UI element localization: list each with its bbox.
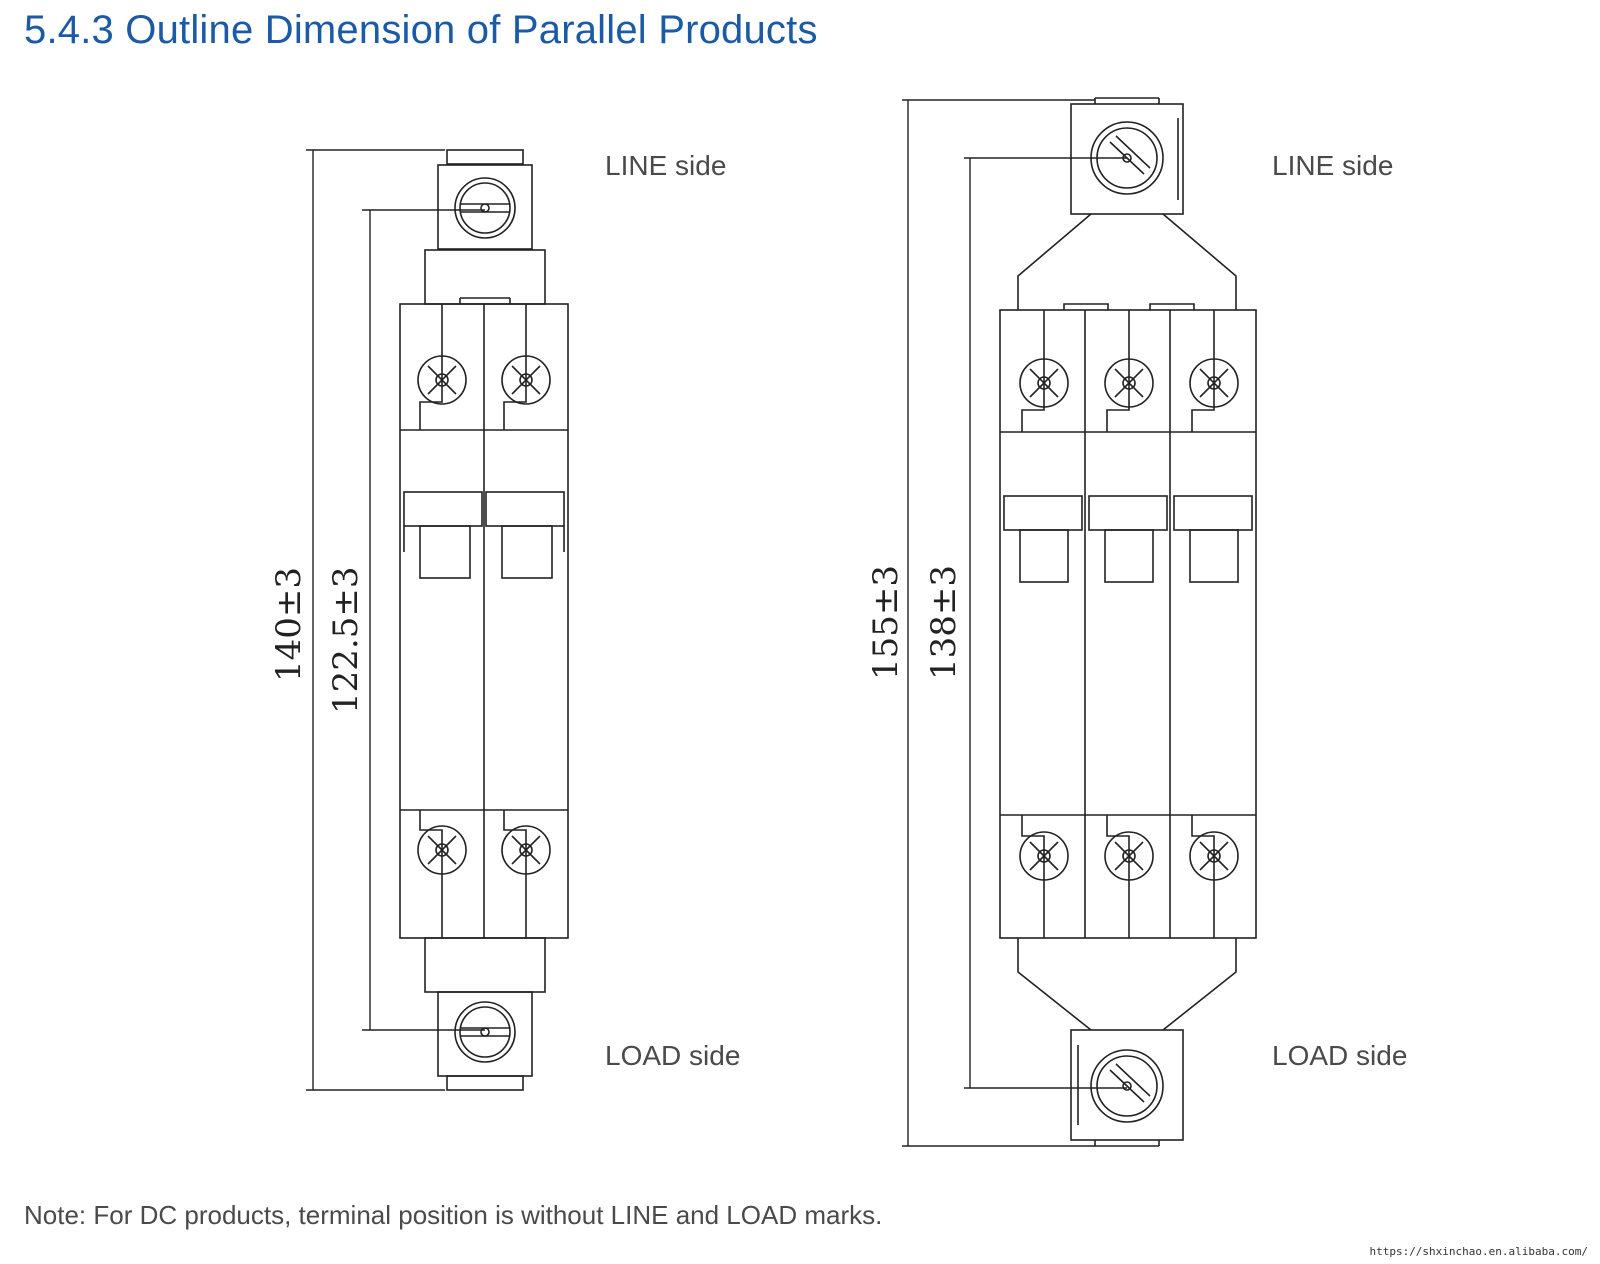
left-overall-dimension: 140±3 — [269, 567, 309, 682]
top-terminal-block — [1070, 103, 1184, 215]
phillips-screw-icon — [1104, 831, 1154, 881]
phillips-screw-icon — [417, 355, 467, 405]
watermark-url: https://shxinchao.en.alibaba.com/ — [1369, 1245, 1588, 1258]
dimension-terminal — [362, 209, 485, 1031]
right-product — [902, 97, 1257, 1147]
footnote: Note: For DC products, terminal position… — [24, 1200, 883, 1230]
terminal-screw-icon — [454, 177, 516, 239]
top-terminal-cap — [446, 149, 524, 165]
dimension-terminal — [964, 157, 1127, 1089]
phillips-screw-icon — [501, 825, 551, 875]
left-product — [306, 149, 569, 1091]
terminal-screw-icon — [454, 1001, 516, 1063]
phillips-screw-icon — [1189, 831, 1239, 881]
dimension-overall — [306, 149, 445, 1091]
right-terminal-dimension: 138±3 — [924, 565, 964, 680]
dimension-overall — [902, 99, 1095, 1147]
phillips-screw-icon — [1019, 358, 1069, 408]
left-terminal-dimension: 122.5±3 — [326, 567, 366, 714]
terminal-screw-icon — [1090, 1049, 1164, 1123]
left-load-side-label: LOAD side — [605, 1040, 740, 1071]
right-line-side-label: LINE side — [1272, 150, 1393, 181]
breaker-body — [999, 309, 1257, 939]
phillips-screw-icon — [417, 825, 467, 875]
left-line-side-label: LINE side — [605, 150, 726, 181]
phillips-screw-icon — [1189, 358, 1239, 408]
page-title: 5.4.3 Outline Dimension of Parallel Prod… — [24, 8, 818, 52]
phillips-screw-icon — [501, 355, 551, 405]
right-load-side-label: LOAD side — [1272, 1040, 1407, 1071]
right-overall-dimension: 155±3 — [866, 565, 906, 680]
phillips-screw-icon — [1104, 358, 1154, 408]
phillips-screw-icon — [1019, 831, 1069, 881]
